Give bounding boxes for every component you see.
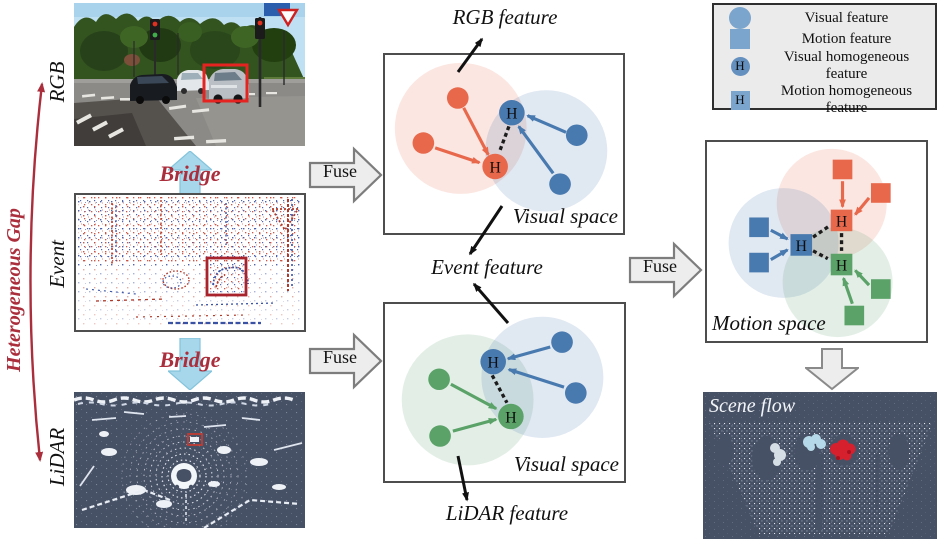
legend: Visual feature Motion feature H Visual h… <box>712 3 937 116</box>
legend-label: Motion homogeneous feature <box>780 83 913 116</box>
event-motion-homogeneous-node: H <box>790 234 813 256</box>
fuse-label-top: Fuse <box>322 161 357 181</box>
visual-feature-icon <box>729 7 751 29</box>
legend-label: Visual homogeneous feature <box>783 49 910 82</box>
svg-text:H: H <box>488 355 499 372</box>
bridge-label-bottom: Bridge <box>159 347 221 372</box>
visual-space-box-top: H H Visual space <box>383 53 625 235</box>
event-feature-dot <box>549 173 571 195</box>
lidar-feature-dot <box>428 368 450 391</box>
svg-text:H: H <box>836 257 847 274</box>
lidar-bounding-box <box>187 433 203 446</box>
svg-text:H: H <box>796 238 807 255</box>
h-glyph: H <box>735 58 745 73</box>
fuse-label-bottom: Fuse <box>322 347 357 367</box>
lidar-feature-dot <box>429 425 451 447</box>
rgb-feature-dot <box>446 87 469 109</box>
motion-feature-icon <box>730 29 750 49</box>
svg-text:H: H <box>489 159 500 176</box>
rgb-feature-dot <box>412 132 435 154</box>
lidar-motion-square <box>844 305 865 326</box>
h-glyph: H <box>735 92 745 107</box>
modality-label-rgb: RGB <box>45 61 69 103</box>
event-feature-dot <box>564 382 587 404</box>
visual-space-label-bottom: Visual space <box>513 452 619 476</box>
pedestrian-cluster <box>770 443 786 466</box>
lidar-structures <box>79 411 303 487</box>
rgb-homogeneous-node: H <box>482 153 508 180</box>
homogeneous-link <box>497 125 511 154</box>
rgb-feature-label: RGB feature <box>452 5 558 29</box>
motion-homogeneous-feature-icon: H <box>730 90 750 110</box>
scene-flow-label: Scene flow <box>709 395 796 417</box>
traffic-light-icon <box>150 18 265 40</box>
heterogeneous-gap-arrow-icon <box>29 82 46 462</box>
rgb-motion-homogeneous-node: H <box>830 209 853 232</box>
event-homogeneous-node: H <box>499 99 525 126</box>
modality-label-lidar: LiDAR <box>45 427 69 487</box>
homogeneous-link <box>490 374 509 404</box>
event-image <box>74 193 306 332</box>
rgb-motion-circle <box>776 148 887 259</box>
event-feature-dot <box>551 331 573 353</box>
modality-label-event: Event <box>45 240 69 288</box>
rgb-trees <box>74 13 305 83</box>
lidar-rings <box>121 413 247 528</box>
svg-text:H: H <box>505 409 516 426</box>
blue-car-cluster <box>803 434 826 451</box>
lidar-motion-square <box>871 279 891 299</box>
legend-label: Visual feature <box>804 9 889 26</box>
legend-item-visual-homogeneous: H Visual homogeneous feature <box>718 49 931 83</box>
fuse-label-right: Fuse <box>642 256 677 276</box>
event-feature-label: Event feature <box>431 255 543 279</box>
rgb-image <box>74 3 305 146</box>
motion-space-label: Motion space <box>712 311 826 335</box>
svg-text:H: H <box>836 213 847 230</box>
bridge-label-top: Bridge <box>159 161 221 186</box>
event-bounding-box <box>205 256 248 297</box>
bridge-up-arrow-icon <box>168 151 212 198</box>
legend-item-motion-feature: Motion feature <box>718 29 931 49</box>
fuse-arrow-icon-right <box>628 241 703 299</box>
rgb-motion-square <box>871 183 891 203</box>
lidar-homogeneous-node: H <box>498 403 524 430</box>
rgb-motion-square <box>832 159 853 180</box>
event-feature-dot <box>565 124 588 146</box>
homogeneous-link <box>812 249 829 261</box>
lidar-ego-center <box>171 463 197 490</box>
bridge-down-arrow-icon <box>168 338 212 390</box>
visual-space-label-top: Visual space <box>512 204 618 228</box>
event-motion-square <box>749 217 769 238</box>
lidar-clusters <box>99 431 286 508</box>
svg-text:H: H <box>506 106 517 123</box>
scene-flow-image: Scene flow <box>703 392 937 539</box>
lidar-feature-label: LiDAR feature <box>445 501 569 525</box>
homogeneous-link <box>812 224 830 239</box>
legend-item-visual-feature: Visual feature <box>718 7 931 29</box>
event-homogeneous-node: H <box>480 348 506 375</box>
event-motion-square <box>749 252 769 273</box>
heterogeneous-gap-label: Heterogeneous Gap <box>3 208 25 372</box>
legend-item-motion-homogeneous: H Motion homogeneous feature <box>718 83 931 117</box>
red-car-cluster <box>830 439 856 461</box>
fuse-arrow-icon-bottom <box>308 332 383 390</box>
legend-label: Motion feature <box>801 30 892 47</box>
output-down-arrow-icon <box>805 348 859 391</box>
lidar-image <box>74 392 305 528</box>
motion-space-box: H H H Motion space <box>705 140 928 343</box>
lidar-road-edges <box>81 488 301 528</box>
fuse-arrow-icon-top <box>308 146 383 204</box>
visual-space-box-bottom: H H Visual space <box>383 302 626 483</box>
rgb-dark-car <box>130 74 177 104</box>
rgb-bounding-box <box>202 63 249 103</box>
visual-homogeneous-feature-icon: H <box>730 56 750 76</box>
lidar-motion-homogeneous-node: H <box>830 253 853 276</box>
rgb-white-car <box>177 70 209 94</box>
